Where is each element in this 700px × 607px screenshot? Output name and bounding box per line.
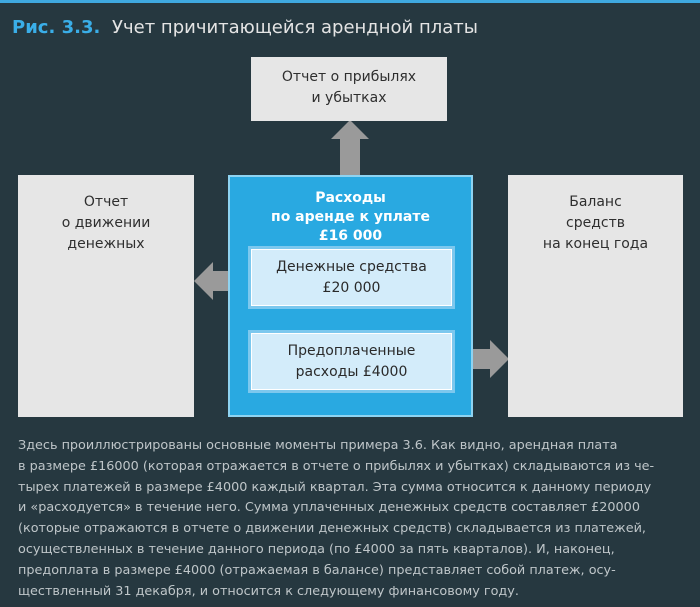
- figure-caption-title: Учет причитающейся арендной платы: [112, 17, 478, 38]
- caption-line: предоплата в размере £4000 (отражаемая в…: [18, 562, 616, 578]
- income-statement-box: Отчет о прибылях и убытках: [251, 57, 447, 121]
- title-line: по аренде к уплате: [271, 209, 430, 225]
- box-label: Денежные средства: [276, 259, 427, 275]
- box-label: Баланс: [569, 194, 622, 210]
- rent-expense-box: Расходы по аренде к уплате £16 000 Денеж…: [228, 175, 473, 417]
- box-label: денежных: [67, 236, 145, 252]
- caption-line: ществленный 31 декабря, и относится к сл…: [18, 583, 519, 599]
- balance-sheet-box: Баланс средств на конец года: [508, 175, 683, 417]
- box-label: средств: [566, 215, 625, 231]
- box-label: Отчет: [83, 194, 129, 210]
- title-line: £16 000: [318, 228, 383, 244]
- figure-description: Здесь проиллюстрированы основные моменты…: [18, 436, 684, 602]
- box-label: на конец года: [542, 236, 649, 252]
- box-label: Отчет о прибылях: [281, 69, 417, 85]
- box-label: расходы £4000: [295, 364, 408, 380]
- caption-line: и «расходуется» в течение него. Сумма уп…: [18, 500, 640, 516]
- caption-line: в размере £16000 (которая отражается в о…: [18, 458, 655, 474]
- figure-number: Рис. 3.3.: [12, 17, 101, 38]
- prepaid-expenses-box: Предоплаченные расходы £4000: [248, 330, 455, 393]
- box-label: и убытках: [311, 90, 387, 106]
- box-label: о движении: [61, 215, 151, 231]
- caption-line: Здесь проиллюстрированы основные моменты…: [18, 438, 618, 453]
- caption-line: тырех платежей в размере £4000 каждый кв…: [18, 479, 652, 495]
- arrow-up-to-income-statement: [331, 120, 369, 175]
- title-line: Расходы: [315, 190, 386, 206]
- box-label: £20 000: [322, 280, 381, 296]
- figure-title: Рис. 3.3. Учет причитающейся арендной пл…: [12, 17, 478, 38]
- cash-box: Денежные средства £20 000: [248, 246, 455, 309]
- cash-flow-statement-box: Отчет о движении денежных: [18, 175, 194, 417]
- caption-line: (которые отражаются в отчете о движении …: [18, 521, 646, 537]
- box-label: Предоплаченные: [287, 343, 416, 359]
- caption-line: осуществленных в течение данного периода…: [18, 541, 615, 557]
- rent-expense-title: Расходы по аренде к уплате £16 000: [230, 189, 471, 246]
